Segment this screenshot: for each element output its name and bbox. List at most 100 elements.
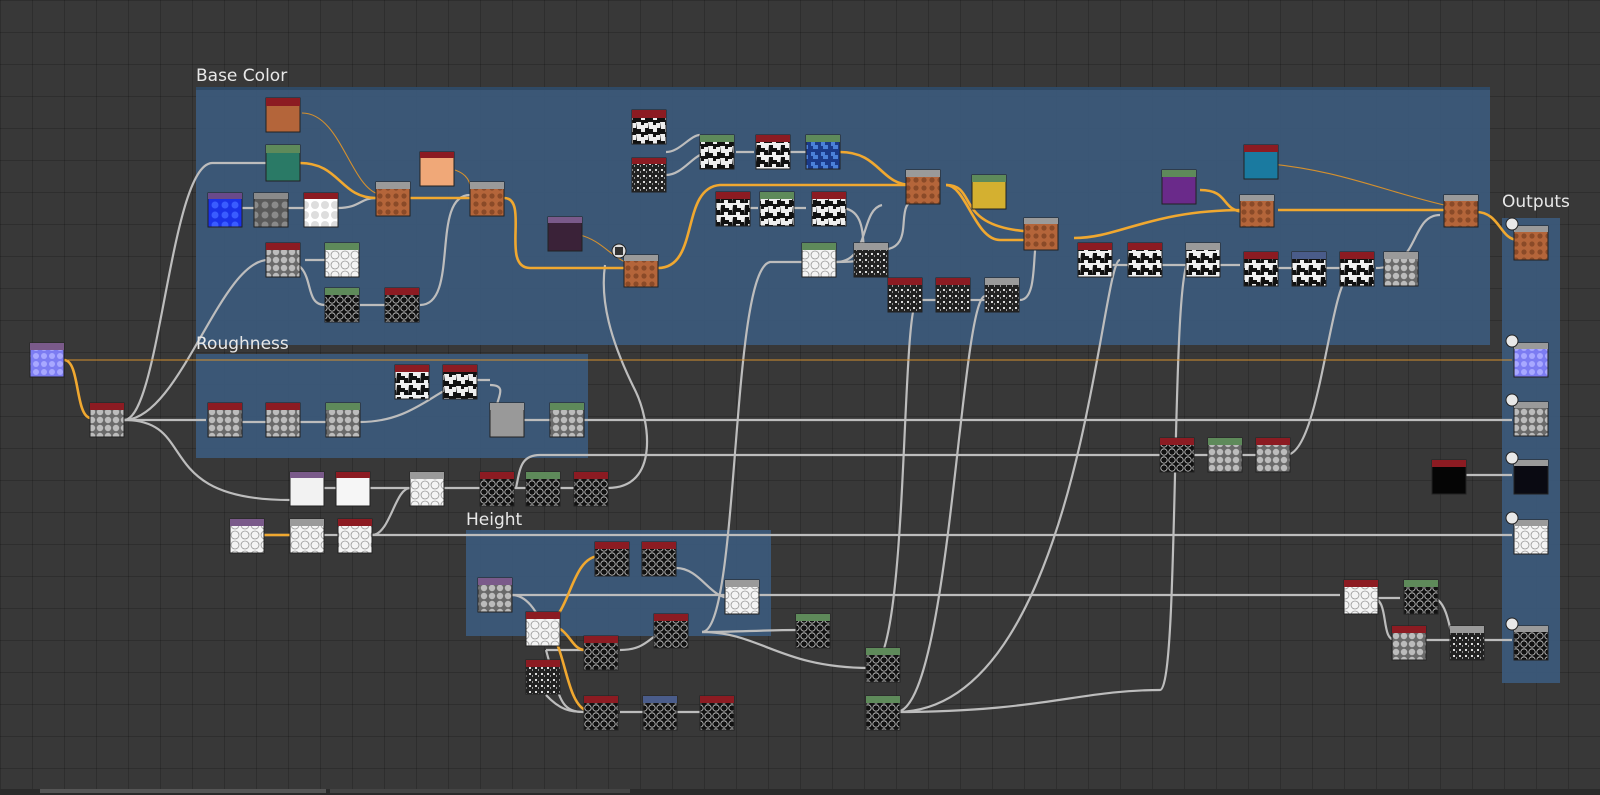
nodes[interactable] [29, 97, 1549, 731]
node[interactable] [1023, 217, 1059, 251]
node[interactable] [795, 613, 831, 649]
node[interactable] [631, 109, 667, 145]
node[interactable] [971, 174, 1007, 210]
node[interactable] [887, 277, 923, 313]
node[interactable] [1255, 437, 1291, 473]
output-node[interactable] [1513, 519, 1549, 555]
node[interactable] [759, 191, 795, 227]
node[interactable] [419, 151, 455, 187]
node[interactable] [805, 134, 841, 170]
node[interactable] [229, 518, 265, 554]
bottom-scrollbar[interactable] [0, 789, 1600, 795]
output-node[interactable] [1513, 401, 1549, 437]
node[interactable] [324, 242, 360, 278]
frame-base-color-header [196, 87, 1490, 90]
node[interactable] [594, 541, 630, 577]
node[interactable] [1403, 579, 1439, 615]
node[interactable] [1127, 242, 1163, 278]
node[interactable] [935, 277, 971, 313]
node[interactable] [1431, 459, 1467, 495]
output-marker-icon [1505, 393, 1519, 407]
node[interactable] [905, 169, 941, 205]
node[interactable] [335, 471, 371, 507]
node[interactable] [865, 695, 901, 731]
node[interactable] [375, 181, 411, 217]
node[interactable] [1443, 194, 1479, 228]
node[interactable] [1243, 251, 1279, 287]
scrollbar-thumb[interactable] [40, 789, 326, 793]
node[interactable] [477, 577, 513, 613]
node[interactable] [384, 287, 420, 323]
node[interactable] [984, 277, 1020, 313]
node[interactable] [265, 97, 301, 133]
node[interactable] [525, 471, 561, 507]
node[interactable] [811, 191, 847, 227]
node[interactable] [1291, 251, 1327, 287]
node[interactable] [853, 242, 889, 278]
node[interactable] [253, 192, 289, 228]
node[interactable] [1391, 625, 1427, 661]
node[interactable] [724, 579, 760, 615]
node[interactable] [631, 157, 667, 193]
node[interactable] [29, 342, 65, 378]
node[interactable] [623, 254, 659, 288]
node[interactable] [755, 134, 791, 170]
node[interactable] [207, 402, 243, 438]
node[interactable] [289, 471, 325, 507]
node[interactable] [699, 695, 735, 731]
frame-outputs[interactable] [1502, 218, 1560, 683]
node[interactable] [801, 242, 837, 278]
node[interactable] [699, 134, 735, 170]
output-marker-icons [1505, 217, 1519, 631]
node[interactable] [525, 611, 561, 647]
node[interactable] [1449, 625, 1485, 661]
node[interactable] [337, 518, 373, 554]
node[interactable] [289, 518, 325, 554]
output-node[interactable] [1513, 225, 1549, 261]
node[interactable] [89, 402, 125, 438]
node[interactable] [653, 613, 689, 649]
node[interactable] [573, 471, 609, 507]
node[interactable] [489, 402, 525, 438]
node[interactable] [469, 181, 505, 217]
node[interactable] [324, 287, 360, 323]
node[interactable] [1207, 437, 1243, 473]
node[interactable] [442, 364, 478, 400]
node[interactable] [641, 541, 677, 577]
node[interactable] [1161, 169, 1197, 205]
node[interactable] [525, 659, 561, 695]
node[interactable] [583, 635, 619, 671]
frame-title-base-color: Base Color [196, 66, 288, 86]
output-node[interactable] [1513, 342, 1549, 378]
output-node[interactable] [1513, 625, 1549, 661]
node[interactable] [865, 647, 901, 683]
node[interactable] [479, 471, 515, 507]
node[interactable] [1339, 251, 1375, 287]
node[interactable] [409, 471, 445, 507]
node[interactable] [1243, 144, 1279, 180]
output-marker-icon [1505, 617, 1519, 631]
node[interactable] [1239, 194, 1275, 228]
node[interactable] [1159, 437, 1195, 473]
node[interactable] [265, 144, 301, 182]
node[interactable] [265, 242, 301, 278]
node[interactable] [207, 192, 243, 228]
output-node[interactable] [1513, 459, 1549, 495]
node[interactable] [1383, 251, 1419, 287]
node[interactable] [1185, 242, 1221, 278]
node[interactable] [1343, 579, 1379, 615]
node[interactable] [265, 402, 301, 438]
node[interactable] [547, 216, 583, 252]
node[interactable] [394, 364, 430, 400]
node[interactable] [549, 402, 585, 438]
node[interactable] [325, 402, 361, 438]
node[interactable] [303, 192, 339, 228]
node[interactable] [642, 695, 678, 731]
node[interactable] [1077, 242, 1113, 278]
frame-roughness[interactable] [196, 354, 588, 458]
node[interactable] [583, 695, 619, 731]
output-marker-icon [1505, 217, 1519, 231]
output-marker-icon [1505, 451, 1519, 465]
node[interactable] [715, 191, 751, 227]
